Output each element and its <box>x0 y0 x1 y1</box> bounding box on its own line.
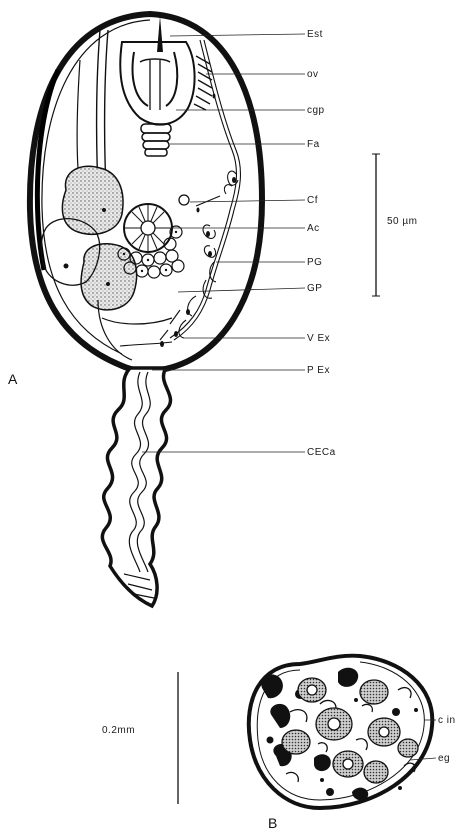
label-ceca: CECa <box>307 447 336 458</box>
cyst <box>249 656 433 808</box>
gland-lower <box>81 244 137 310</box>
label-cin: c in <box>438 715 456 726</box>
label-cgp: cgp <box>307 105 325 116</box>
panel-label-a: A <box>8 371 18 387</box>
labels-a: Est ov cgp Fa Cf Ac PG GP V Ex P Ex CECa <box>307 29 336 458</box>
scale-label-a: 50 µm <box>387 216 418 227</box>
scale-label-b: 0.2mm <box>102 725 135 736</box>
gland-upper <box>62 166 123 234</box>
label-gp: GP <box>307 283 322 294</box>
cercaria-body <box>30 14 262 371</box>
label-ov: ov <box>307 69 319 80</box>
label-pex: P Ex <box>307 365 330 376</box>
scale-bar-a: 50 µm <box>372 154 418 296</box>
panel-label-b: B <box>268 815 277 831</box>
label-fa: Fa <box>307 139 320 150</box>
label-pg: PG <box>307 257 322 268</box>
label-est: Est <box>307 29 323 40</box>
label-cf: Cf <box>307 195 318 206</box>
scale-bar-b: 0.2mm <box>102 672 178 804</box>
acetabulum <box>124 204 172 252</box>
label-ac: Ac <box>307 223 320 234</box>
label-vex: V Ex <box>307 333 330 344</box>
tail <box>102 368 170 606</box>
label-eg: eg <box>438 753 450 764</box>
